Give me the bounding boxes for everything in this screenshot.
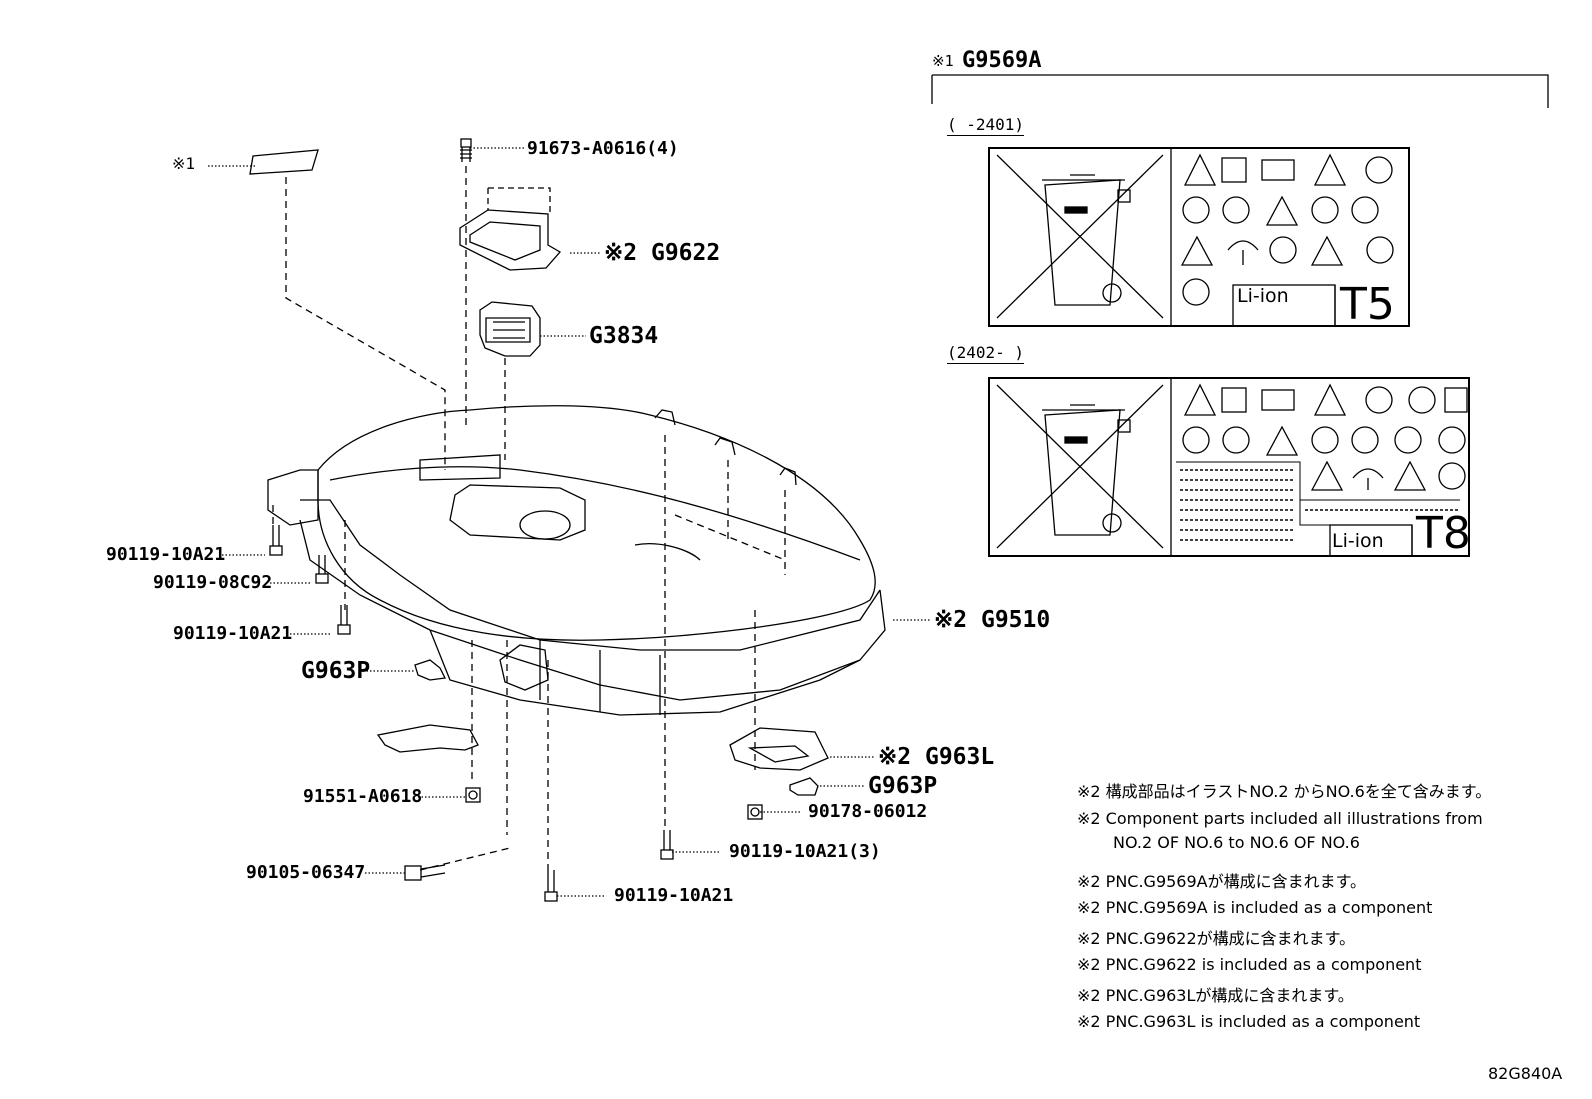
note-1-en-line1: ※2 Component parts included all illustra… bbox=[1077, 809, 1483, 828]
leader-lines bbox=[208, 147, 930, 897]
cover-g9622 bbox=[459, 187, 562, 271]
bolt-bottom-2 bbox=[544, 870, 558, 902]
label-t5-brand: Li-ion bbox=[1237, 285, 1289, 307]
bracket-g963p-left bbox=[414, 659, 446, 681]
label-sticker bbox=[249, 149, 319, 175]
bolt-left-3 bbox=[337, 605, 351, 635]
warning-label-t8 bbox=[988, 377, 1470, 557]
bolt-top bbox=[460, 138, 472, 162]
part-label-90119-08c92[interactable]: 90119-08C92 bbox=[153, 572, 273, 593]
label-t5-code: T5 bbox=[1340, 279, 1395, 330]
bolt-left-1 bbox=[269, 525, 283, 556]
battery-pack bbox=[267, 405, 886, 716]
header-code[interactable]: G9569A bbox=[962, 48, 1042, 73]
nut-91551 bbox=[465, 787, 481, 803]
part-label-90178[interactable]: 90178-06012 bbox=[808, 801, 928, 822]
diagram-id: 82G840A bbox=[1488, 1064, 1563, 1083]
part-label-g3834[interactable]: G3834 bbox=[589, 323, 659, 349]
part-label-g9510[interactable]: ※2 G9510 bbox=[934, 607, 1051, 633]
label-t8-code: T8 bbox=[1416, 508, 1471, 559]
header-bracket bbox=[931, 74, 1549, 108]
note-1-ja: ※2 構成部品はイラストNO.2 からNO.6を全て含みます。 bbox=[1077, 782, 1492, 801]
bolt-left-2 bbox=[315, 555, 329, 584]
part-label-91673[interactable]: 91673-A0616(4) bbox=[527, 138, 679, 159]
part-label-91551[interactable]: 91551-A0618 bbox=[303, 786, 423, 807]
warning-label-t5 bbox=[988, 147, 1410, 327]
part-label-90119-c[interactable]: 90119-10A21 bbox=[614, 885, 734, 906]
bracket-lower-left bbox=[376, 724, 479, 753]
note-3-ja: ※2 PNC.G9622が構成に含まれます。 bbox=[1077, 929, 1356, 948]
part-label-90119-b[interactable]: 90119-10A21 bbox=[173, 623, 293, 644]
bolt-bottom-1 bbox=[660, 830, 674, 860]
assembly-lines bbox=[272, 166, 786, 871]
nut-90178 bbox=[747, 804, 763, 820]
label-t5-date-range: ( -2401) bbox=[947, 115, 1025, 136]
part-label-g963p-left[interactable]: G963P bbox=[301, 658, 371, 684]
part-label-g963p-right[interactable]: G963P bbox=[868, 773, 938, 799]
label-t8-brand: Li-ion bbox=[1332, 530, 1384, 552]
part-label-90119-3[interactable]: 90119-10A21(3) bbox=[729, 841, 881, 862]
note-4-en: ※2 PNC.G963L is included as a component bbox=[1077, 1012, 1421, 1031]
relay-g3834 bbox=[479, 301, 541, 357]
marker-1-label: ※1 bbox=[172, 154, 196, 173]
note-2-en: ※2 PNC.G9569A is included as a component bbox=[1077, 898, 1433, 917]
part-label-g9622[interactable]: ※2 G9622 bbox=[604, 240, 721, 266]
part-label-90119-a[interactable]: 90119-10A21 bbox=[106, 544, 226, 565]
note-2-ja: ※2 PNC.G9569Aが構成に含まれます。 bbox=[1077, 872, 1367, 891]
label-t8-date-range: (2402- ) bbox=[947, 343, 1025, 364]
note-4-ja: ※2 PNC.G963Lが構成に含まれます。 bbox=[1077, 986, 1354, 1005]
hazard-icons-t8 bbox=[1182, 383, 1468, 491]
hazard-icons-t5 bbox=[1180, 153, 1394, 306]
plate-g963l bbox=[729, 727, 829, 771]
header-prefix: ※1 bbox=[932, 52, 954, 70]
bracket-g963p-right bbox=[789, 777, 819, 796]
bolt-90105 bbox=[404, 864, 446, 881]
part-label-90105[interactable]: 90105-06347 bbox=[246, 862, 366, 883]
note-3-en: ※2 PNC.G9622 is included as a component bbox=[1077, 955, 1422, 974]
note-1-en-line2: NO.2 OF NO.6 to NO.6 OF NO.6 bbox=[1113, 833, 1360, 852]
part-label-g963l[interactable]: ※2 G963L bbox=[878, 744, 995, 770]
